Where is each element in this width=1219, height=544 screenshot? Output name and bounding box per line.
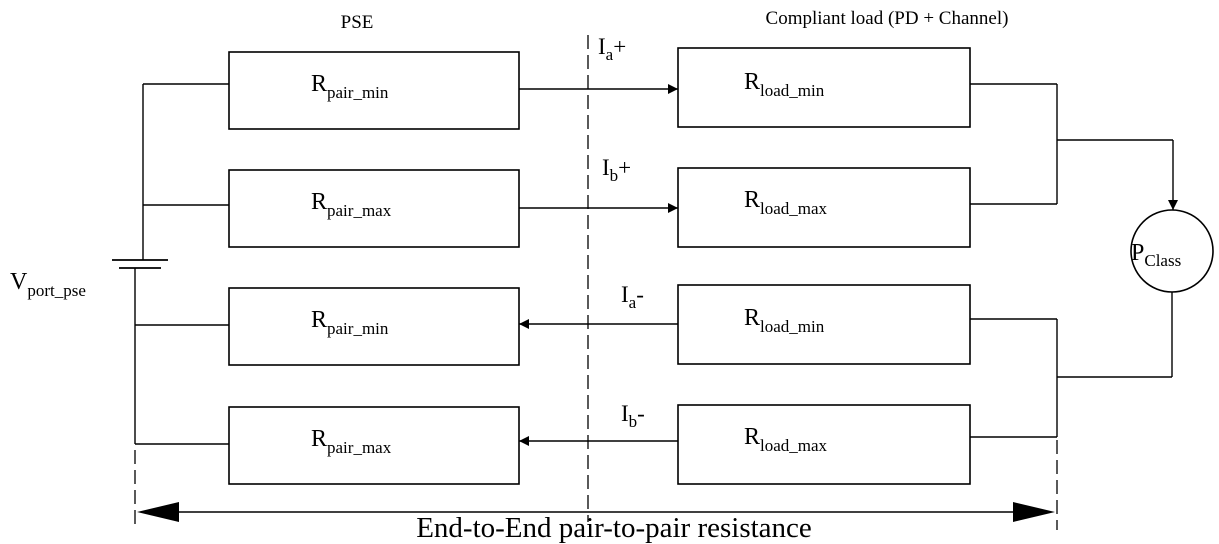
load-resistor-label: Rload_min <box>744 305 825 336</box>
pse-resistor-box <box>228 406 520 485</box>
load-resistor-label: Rload_max <box>744 424 828 455</box>
load-resistor-box <box>677 167 971 248</box>
current-label-ia-plus: Ia+ <box>598 34 626 64</box>
pse-resistor-label: Rpair_min <box>311 307 389 338</box>
current-label-ib-plus: Ib+ <box>602 155 631 185</box>
current-label-ia-minus: Ia- <box>621 282 644 312</box>
load-header: Compliant load (PD + Channel) <box>766 8 1009 29</box>
pclass-label: PClass <box>1131 240 1181 270</box>
load-resistor-label: Rload_min <box>744 69 825 100</box>
load-resistor-box <box>677 47 971 128</box>
vport-pse-label: Vport_pse <box>10 269 86 300</box>
end-to-end-resistance-label: End-to-End pair-to-pair resistance <box>416 512 812 544</box>
pse-resistor-box <box>228 287 520 366</box>
load-resistor-label: Rload_max <box>744 187 828 218</box>
pse-resistor-box <box>228 51 520 130</box>
current-label-ib-minus: Ib- <box>621 401 645 431</box>
pse-resistor-label: Rpair_max <box>311 189 392 220</box>
load-resistor-box <box>677 284 971 365</box>
dimension-arrowhead-left <box>137 502 179 522</box>
pse-resistor-label: Rpair_max <box>311 426 392 457</box>
dimension-arrowhead-right <box>1013 502 1055 522</box>
load-resistor-box <box>677 404 971 485</box>
pse-resistor-label: Rpair_min <box>311 71 389 102</box>
pse-header: PSE <box>341 12 374 33</box>
